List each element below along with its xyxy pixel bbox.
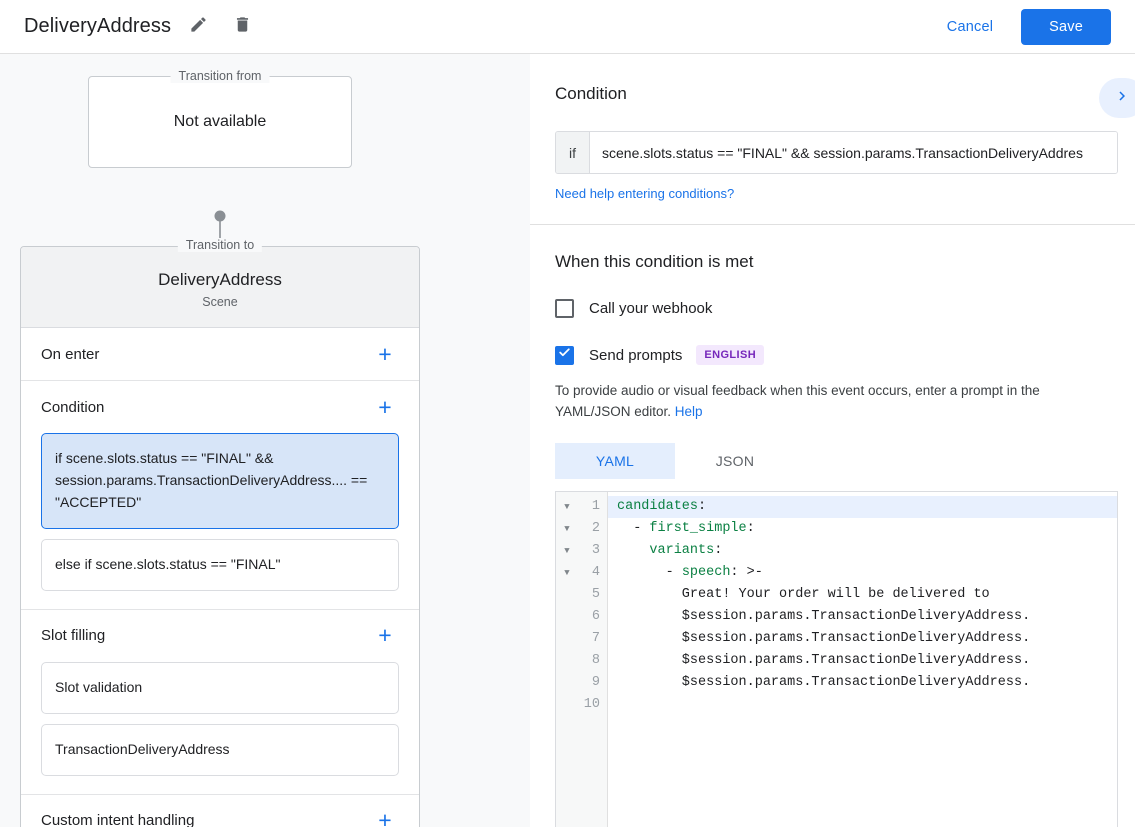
tab-yaml[interactable]: YAML (555, 442, 675, 479)
prompts-helper-text: To provide audio or visual feedback when… (555, 381, 1110, 423)
prompts-help-link[interactable]: Help (674, 403, 703, 419)
section-slot-filling: Slot filling + Slot validation Transacti… (21, 610, 419, 795)
section-header-custom-intent: Custom intent handling + (41, 795, 399, 827)
code-line: - first_simple: (617, 520, 755, 536)
condition-list: if scene.slots.status == "FINAL" && sess… (41, 433, 399, 609)
code-line: Great! Your order will be delivered to (617, 586, 990, 602)
details-right-panel: Condition if Need help entering conditio… (530, 54, 1135, 827)
condition-if-label: if (556, 132, 590, 173)
add-custom-intent-button[interactable]: + (378, 807, 392, 827)
fold-toggle-icon[interactable]: ▼ (564, 545, 570, 556)
pencil-icon (189, 15, 208, 39)
section-title-slot-filling: Slot filling (41, 627, 106, 645)
when-condition-met-block: When this condition is met Call your web… (530, 225, 1135, 827)
send-prompts-row: Send prompts ENGLISH (555, 345, 1110, 365)
prompts-helper-sentence: To provide audio or visual feedback when… (555, 383, 1040, 419)
call-webhook-checkbox[interactable] (555, 299, 574, 318)
condition-help-link[interactable]: Need help entering conditions? (555, 186, 735, 201)
yaml-editor[interactable]: ▼ ▼ ▼ ▼ 1 2 3 4 5 6 7 8 9 10 candidates: - first_… (555, 490, 1118, 827)
section-condition: Condition + if scene.slots.status == "FI… (21, 381, 419, 610)
save-button[interactable]: Save (1021, 8, 1111, 45)
line-number: 2 (591, 520, 600, 536)
send-prompts-checkbox[interactable] (555, 345, 574, 365)
editor-code-area[interactable]: candidates: - first_simple: variants: - … (608, 492, 1117, 827)
slot-validation-item[interactable]: Slot validation (41, 661, 399, 714)
line-number: 3 (591, 542, 600, 558)
trash-icon (233, 15, 252, 39)
code-line: $session.params.TransactionDeliveryAddre… (617, 674, 1031, 690)
code-line: candidates: (608, 495, 1117, 518)
expand-panel-button[interactable] (1099, 78, 1135, 118)
add-slot-filling-button[interactable]: + (378, 622, 392, 649)
slot-item[interactable]: TransactionDeliveryAddress (41, 723, 399, 776)
when-met-heading: When this condition is met (555, 252, 754, 271)
section-header-condition: Condition + (41, 381, 399, 433)
language-badge: ENGLISH (696, 345, 765, 365)
slot-filling-list: Slot validation TransactionDeliveryAddre… (41, 661, 399, 794)
transition-from-card[interactable]: Transition from Not available (88, 69, 352, 168)
condition-item-selected[interactable]: if scene.slots.status == "FINAL" && sess… (41, 433, 399, 529)
line-number: 6 (591, 608, 600, 624)
top-app-bar: DeliveryAddress Cancel Save (0, 0, 1135, 54)
condition-heading: Condition (555, 84, 627, 103)
code-line: - speech: >- (617, 564, 763, 580)
section-header-slot-filling: Slot filling + (41, 610, 399, 662)
section-header-on-enter: On enter + (41, 328, 399, 380)
editor-fold-column: ▼ ▼ ▼ ▼ (556, 491, 578, 827)
section-title-custom-intent: Custom intent handling (41, 812, 195, 827)
transition-from-value: Not available (173, 113, 267, 130)
add-condition-button[interactable]: + (378, 393, 392, 420)
page-title: DeliveryAddress (24, 15, 172, 37)
fold-toggle-icon[interactable]: ▼ (564, 567, 570, 578)
condition-input-row[interactable]: if (555, 131, 1118, 174)
editor-format-tabs: YAML JSON (555, 442, 1110, 479)
check-icon (558, 346, 571, 364)
section-divider (530, 224, 1135, 225)
cancel-button[interactable]: Cancel (933, 10, 1007, 44)
section-custom-intent-handling: Custom intent handling + (21, 795, 419, 827)
line-number: 7 (591, 630, 600, 646)
call-webhook-label: Call your webhook (589, 300, 713, 317)
transition-to-card: Transition to DeliveryAddress Scene On e… (20, 238, 420, 827)
transition-to-header[interactable]: DeliveryAddress Scene (21, 247, 419, 328)
webhook-row: Call your webhook (555, 299, 1110, 318)
delete-button[interactable] (225, 10, 259, 44)
line-number: 9 (591, 674, 600, 690)
line-number: 5 (591, 586, 600, 602)
section-on-enter: On enter + (21, 328, 419, 381)
editor-line-numbers: 1 2 3 4 5 6 7 8 9 10 (578, 491, 608, 827)
transition-to-legend: Transition to (177, 238, 263, 252)
send-prompts-label: Send prompts (589, 346, 683, 364)
code-line: $session.params.TransactionDeliveryAddre… (617, 630, 1031, 646)
code-line: $session.params.TransactionDeliveryAddre… (617, 608, 1031, 624)
code-line: $session.params.TransactionDeliveryAddre… (617, 652, 1031, 668)
line-number: 8 (591, 652, 600, 668)
transition-from-legend: Transition from (170, 69, 270, 83)
line-number: 1 (591, 498, 600, 514)
fold-toggle-icon[interactable]: ▼ (564, 501, 570, 512)
section-title-on-enter: On enter (41, 345, 100, 363)
line-number: 10 (583, 696, 600, 712)
condition-block: Condition if Need help entering conditio… (530, 54, 1135, 203)
transition-to-subtitle: Scene (202, 295, 238, 309)
fold-toggle-icon[interactable]: ▼ (564, 523, 570, 534)
code-line (617, 694, 1117, 716)
chevron-right-icon (1113, 87, 1131, 110)
code-line: variants: (649, 542, 723, 558)
tab-json[interactable]: JSON (715, 452, 755, 469)
line-number: 4 (591, 564, 600, 580)
transition-to-title: DeliveryAddress (158, 270, 282, 289)
edit-name-button[interactable] (181, 10, 215, 44)
section-title-condition: Condition (41, 398, 105, 416)
add-on-enter-button[interactable]: + (378, 340, 392, 367)
condition-expression-input[interactable] (590, 132, 1117, 173)
transition-left-panel: Transition from Not available Transition… (0, 54, 530, 827)
condition-item[interactable]: else if scene.slots.status == "FINAL" (41, 538, 399, 591)
